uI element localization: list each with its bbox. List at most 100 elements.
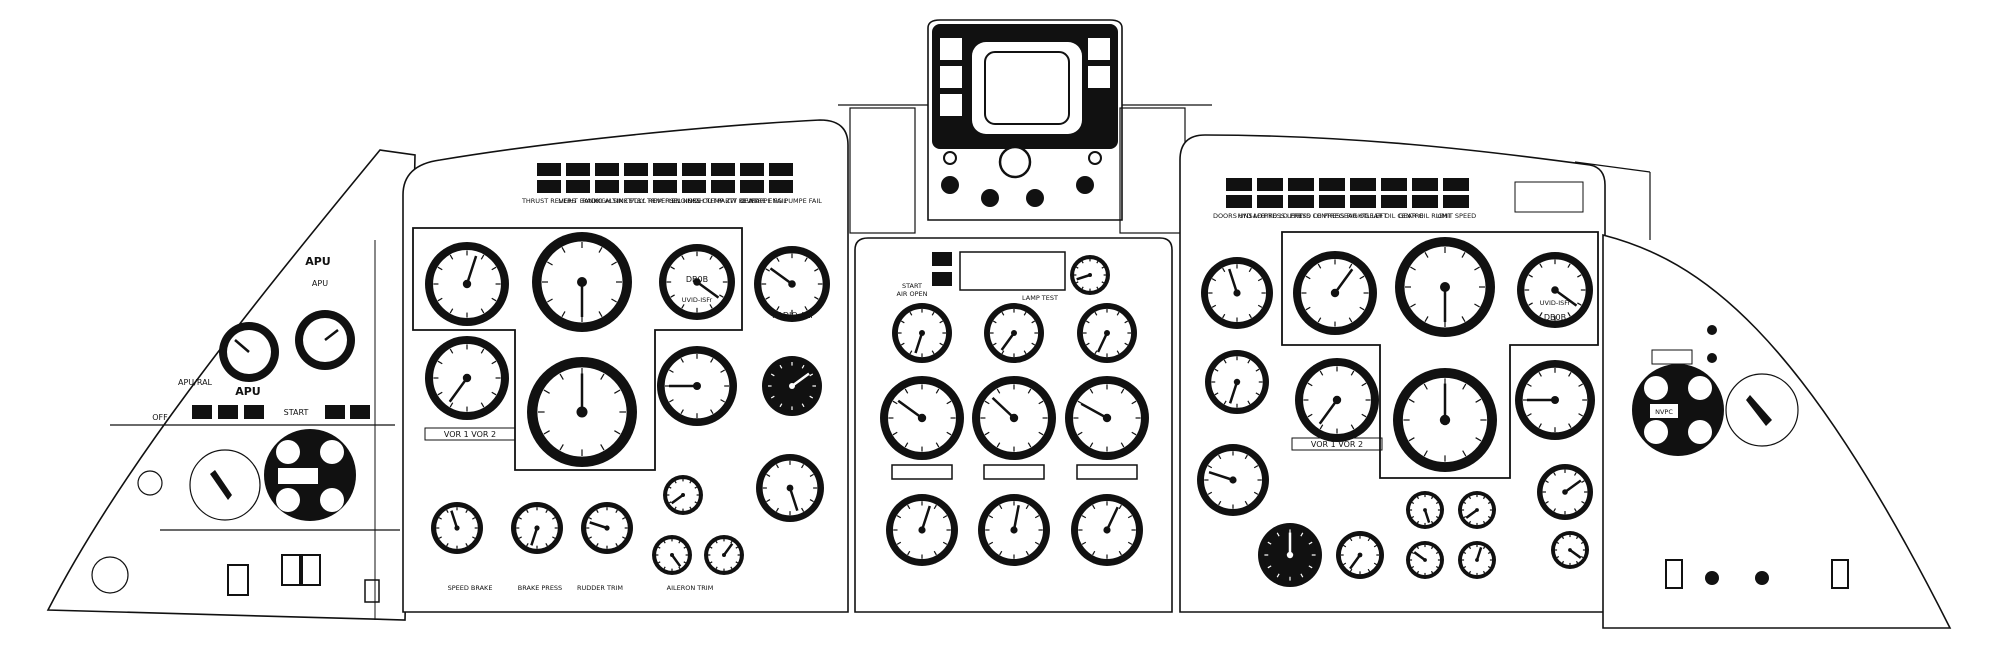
- captain-db0b-text: DB0B: [686, 275, 708, 284]
- captain-bottom-label-4: AILERON TRIM: [667, 584, 714, 592]
- fo-uvid-text: UVID-ISFr: [1540, 299, 1571, 307]
- engine-counter-0: [891, 464, 953, 480]
- fo-annunciator-2[interactable]: [1288, 178, 1314, 191]
- radar-display-unit: [932, 24, 1118, 207]
- fo-annunciator-label-2: HYD LO PRESS CENTRE: [1263, 212, 1338, 220]
- captain-annunciator-1[interactable]: [566, 163, 590, 176]
- fo-small-gauge-4: [1458, 541, 1496, 579]
- captain-small-gauge-1: [663, 475, 703, 515]
- captain-annunciator-0[interactable]: [537, 163, 561, 176]
- right-wing-panel: [1602, 233, 1952, 629]
- fo-annunciator-label-3: HYD LO PRESS RIGHT: [1297, 212, 1367, 220]
- captain-annunciator-8[interactable]: [769, 163, 793, 176]
- apu-section: APU APU APU APU/RAL START OFF: [91, 255, 380, 603]
- fo-annunciator-7[interactable]: [1443, 178, 1469, 191]
- captain-annunciator-label-0: THRUST REVERS: [521, 197, 576, 205]
- captain-annunciator-label-1: LIGHT BANK: [558, 197, 598, 205]
- fo-small-gauge-2: [1458, 491, 1496, 529]
- captain-bottom-label-2: BRAKE PRESS: [518, 584, 562, 592]
- apu-label-2: APU: [312, 279, 328, 288]
- captain-annunciator-label-3: HIGH SINK PULL REVERSE: [594, 197, 678, 205]
- fo-annunciator-label-7: LIMIT SPEED: [1436, 212, 1476, 220]
- apu-rotary-selector[interactable]: [189, 449, 261, 521]
- apu-label-1: APU: [305, 255, 331, 268]
- fo-annunciator-label-5: GEAR OIL CENTRE: [1365, 212, 1424, 220]
- fo-small-gauge-5: [1551, 531, 1589, 569]
- fo-attitude-indicator: [1395, 237, 1495, 337]
- fo-small-gauge-3: [1406, 541, 1444, 579]
- captain-vor-selector[interactable]: VOR 1 VOR 2: [444, 430, 496, 439]
- captain-rmi-gauge: [425, 336, 509, 420]
- captain-trim-gauge-2: [704, 535, 744, 575]
- captain-annunciator-6[interactable]: [711, 163, 735, 176]
- captain-hyd-gauge-2: [581, 502, 633, 554]
- fo-annunciator-4[interactable]: [1350, 178, 1376, 191]
- fuel-flow-gauge-2: [978, 494, 1050, 566]
- fo-annunciator-1[interactable]: [1257, 178, 1283, 191]
- fo-vor-selector[interactable]: VOR 1 VOR 2: [1311, 440, 1363, 449]
- fo-annunciator-0[interactable]: [1226, 178, 1252, 191]
- captain-annunciator-label-2: RADIO ALTIMET: [582, 197, 632, 205]
- fo-cabin-gauge: [1258, 523, 1322, 587]
- engine-counter-2: [1076, 464, 1138, 480]
- n1-gauge-3: [1077, 303, 1137, 363]
- captain-annunciator-label-8: CENTRE ENG PUMPE FAIL: [740, 197, 822, 205]
- n1-gauge-1: [892, 303, 952, 363]
- apu-ral-label: APU/RAL: [178, 378, 213, 387]
- off-label: OFF: [152, 413, 168, 422]
- center-flap-gauge: [1070, 255, 1110, 295]
- fuel-flow-gauge-3: [1071, 494, 1143, 566]
- fo-annunciator-label-1: HYD LO PRESS LEFT: [1238, 212, 1303, 220]
- captain-vor-dme-gauge: [762, 356, 822, 416]
- fo-annunciator-label-6: GEAR OIL RIGHT: [1398, 212, 1451, 220]
- captain-annunciator-4[interactable]: [653, 163, 677, 176]
- left-wing-panel: [46, 149, 416, 621]
- fo-annunciator-3[interactable]: [1319, 178, 1345, 191]
- fo-pressure-gauge: [1197, 444, 1269, 516]
- fuel-flow-gauge-1: [886, 494, 958, 566]
- captain-gauges: [425, 232, 830, 575]
- captain-bottom-label-3: RUDDER TRIM: [577, 584, 623, 592]
- captain-bottom-label-1: SPEED BRAKE: [448, 584, 493, 592]
- fo-gauges: [1197, 237, 1595, 587]
- egt-gauge-2: [972, 376, 1056, 460]
- captain-vsi-gauge: [657, 346, 737, 426]
- captain-annunciator-5[interactable]: [682, 163, 706, 176]
- captain-uvid-text: UVID-ISFr: [682, 296, 713, 304]
- egt-gauge-3: [1065, 376, 1149, 460]
- fo-oxygen-gauge: [1336, 531, 1384, 579]
- fo-hsi-gauge: [1393, 368, 1497, 472]
- captain-trim-gauge-1: [652, 535, 692, 575]
- engine-counter-1: [983, 464, 1045, 480]
- fo-panel: [1179, 134, 1606, 613]
- center-lamp-test[interactable]: LAMP TEST: [1022, 294, 1058, 302]
- captain-annunciator-7[interactable]: [740, 163, 764, 176]
- start-label: START: [284, 408, 309, 417]
- fo-annunciator-5[interactable]: [1381, 178, 1407, 191]
- captain-airspeed-gauge: [425, 242, 509, 326]
- fo-annunciator-6[interactable]: [1412, 178, 1438, 191]
- fo-small-gauge-1: [1406, 491, 1444, 529]
- center-gauges: [880, 255, 1149, 566]
- n1-gauge-2: [984, 303, 1044, 363]
- egt-gauge-1: [880, 376, 964, 460]
- captain-hyd-gauge-1: [511, 502, 563, 554]
- center-start-label: START: [902, 282, 922, 290]
- captain-annunciator-label-4: STBY TRIM FULL NOSE: [629, 197, 701, 205]
- captain-attitude-indicator: [532, 232, 632, 332]
- fo-db0b-text: DB0B: [1544, 313, 1566, 322]
- captain-annunciator-3[interactable]: [624, 163, 648, 176]
- captain-brake-gauge: [431, 502, 483, 554]
- captain-annunciator-2[interactable]: [595, 163, 619, 176]
- captain-radio-alt-gauge: [754, 246, 830, 322]
- captain-annunciator-label-6: HIGH TEMP ZW LEVEL: [687, 197, 759, 205]
- fo-rmi-small: [1205, 350, 1269, 414]
- captain-radio-alt-text: RADIO ALT: [772, 311, 814, 320]
- center-air-open-label: AIR OPEN: [897, 290, 928, 298]
- right-wing-controls: NVPC: [1514, 181, 1849, 589]
- fo-clock-gauge: [1537, 464, 1593, 520]
- right-rotary-selector[interactable]: [1725, 373, 1799, 447]
